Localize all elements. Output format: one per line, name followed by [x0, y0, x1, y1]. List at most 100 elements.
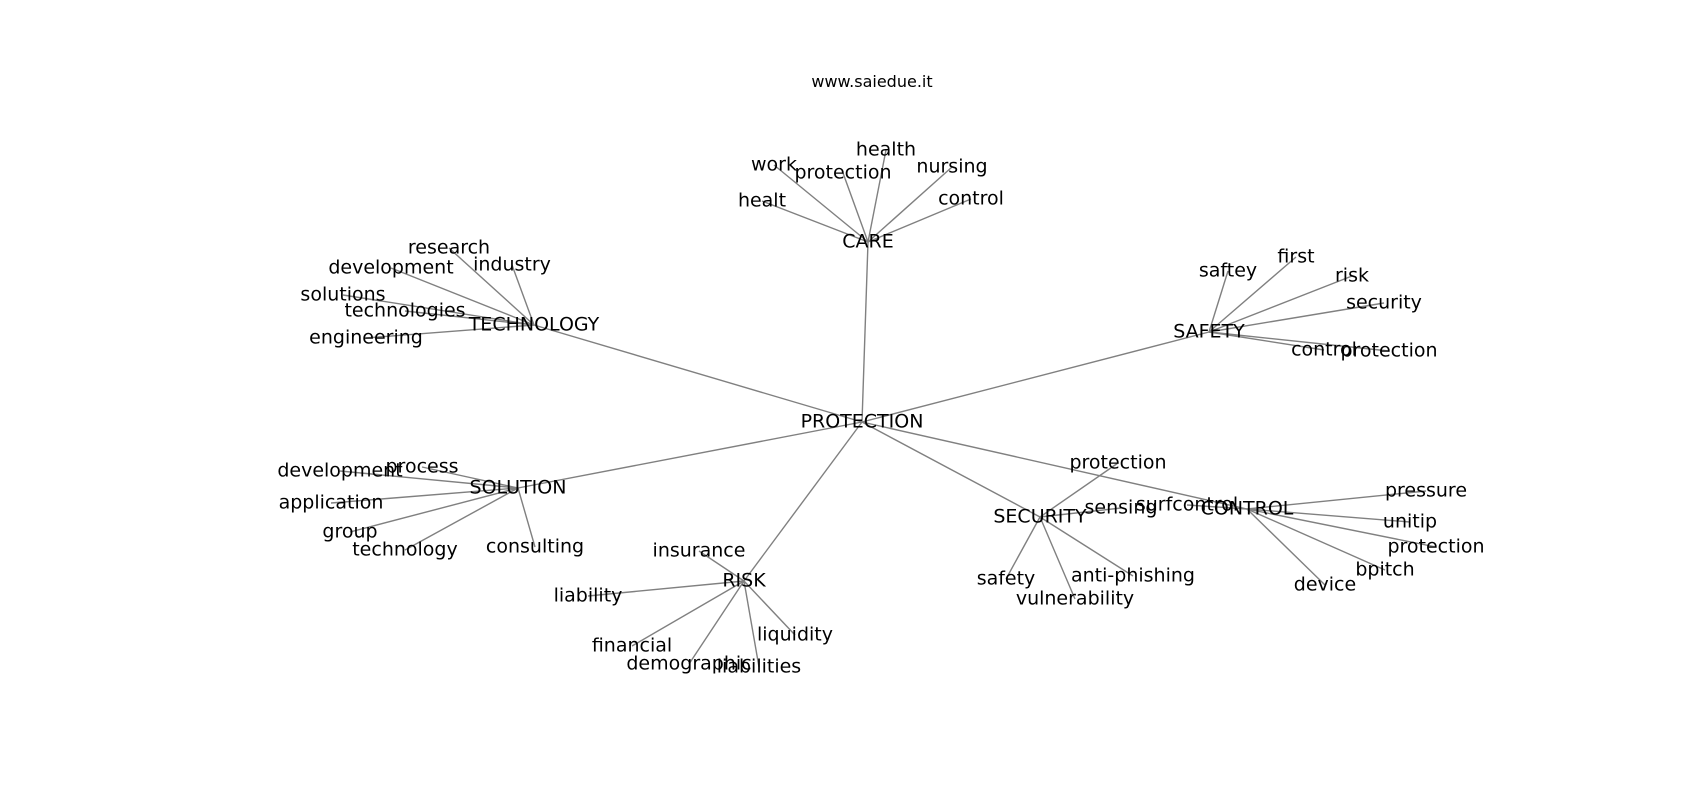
edge-care-control — [867, 198, 972, 243]
node-leaf-control-pressure: pressure — [1385, 480, 1467, 502]
node-leaf-safety-saftey: saftey — [1199, 260, 1257, 282]
node-hub-security: SECURITY — [993, 506, 1087, 528]
edge-control-pressure — [1246, 490, 1427, 510]
edge-solution-group — [349, 487, 519, 533]
edge-risk-demographic — [688, 580, 745, 665]
node-leaf-safety-risk: risk — [1335, 265, 1369, 287]
edge-technology-technologies — [404, 310, 535, 326]
node-leaf-care-health: health — [856, 139, 916, 161]
edge-security-sensing — [1039, 507, 1122, 518]
edges-layer — [330, 149, 1437, 668]
edge-risk-liabilities — [743, 580, 760, 668]
node-leaf-solution-consulting: consulting — [486, 536, 584, 558]
edge-solution-application — [330, 487, 519, 504]
node-leaf-security-anti-phishing: anti-phishing — [1071, 565, 1195, 587]
node-hub-safety: SAFETY — [1173, 321, 1245, 343]
node-hub-solution: SOLUTION — [470, 477, 567, 499]
edge-safety-risk — [1208, 275, 1353, 333]
edge-risk-liability — [587, 580, 745, 597]
node-leaf-technology-industry: industry — [473, 254, 551, 276]
site-url: www.saiedue.it — [811, 72, 932, 91]
node-leaf-control-surfcontrol: surfcontrol — [1136, 494, 1238, 516]
edge-technology-engineering — [365, 324, 535, 339]
edge-safety-protection — [1208, 331, 1390, 352]
node-leaf-control-protection: protection — [1387, 536, 1484, 558]
edge-security-safety — [1005, 516, 1041, 580]
node-leaf-security-protection: protection — [1069, 452, 1166, 474]
node-leaf-care-control: control — [938, 188, 1004, 210]
node-leaf-safety-control: control — [1291, 339, 1357, 361]
edge-control-device — [1246, 508, 1326, 586]
node-leaf-solution-development: development — [277, 460, 402, 482]
node-leaf-technology-development: development — [328, 257, 453, 279]
edge-technology-industry — [511, 264, 535, 326]
edge-care-nursing — [867, 166, 953, 243]
edge-technology-solutions — [342, 294, 535, 326]
node-leaf-risk-liabilities: liabilities — [717, 656, 801, 678]
node-leaf-security-vulnerability: vulnerability — [1016, 588, 1134, 610]
node-leaf-technology-technologies: technologies — [344, 300, 465, 322]
edge-care-work — [773, 164, 869, 243]
node-leaf-risk-liquidity: liquidity — [757, 624, 833, 646]
edge-risk-insurance — [698, 550, 745, 582]
edge-care-healt — [761, 200, 869, 243]
node-leaf-technology-engineering: engineering — [309, 327, 423, 349]
edge-protection-technology — [533, 324, 863, 423]
node-leaf-care-protection: protection — [794, 162, 891, 184]
node-leaf-technology-solutions: solutions — [300, 284, 385, 306]
node-hub-risk: RISK — [722, 570, 766, 592]
edge-technology-research — [448, 247, 535, 326]
edge-protection-risk — [743, 421, 863, 582]
edge-control-bpitch — [1246, 508, 1386, 571]
edge-risk-financial — [631, 580, 745, 647]
node-leaf-solution-technology: technology — [352, 539, 458, 561]
node-leaf-control-bpitch: bpitch — [1355, 559, 1414, 581]
node-leaf-care-nursing: nursing — [916, 156, 987, 178]
node-leaf-safety-security: security — [1346, 292, 1422, 314]
edge-security-protection — [1039, 462, 1119, 518]
node-hub-control: CONTROL — [1201, 498, 1294, 520]
edge-solution-consulting — [517, 487, 536, 548]
edge-protection-control — [861, 421, 1248, 510]
edge-technology-development — [390, 267, 535, 326]
edge-protection-safety — [861, 331, 1210, 423]
edge-care-health — [867, 149, 887, 243]
edge-safety-first — [1208, 256, 1297, 333]
edge-protection-security — [861, 421, 1041, 518]
edge-safety-security — [1208, 302, 1385, 333]
node-leaf-risk-insurance: insurance — [653, 540, 746, 562]
node-hub-care: CARE — [842, 231, 893, 253]
edge-control-unitip — [1246, 508, 1411, 523]
edge-control-surfcontrol — [1186, 504, 1248, 510]
node-leaf-risk-liability: liability — [554, 585, 623, 607]
node-leaf-security-sensing: sensing — [1085, 497, 1158, 519]
node-leaf-control-unitip: unitip — [1383, 511, 1437, 533]
edge-protection-care — [861, 241, 869, 423]
node-leaf-technology-research: research — [408, 237, 490, 259]
node-leaf-solution-group: group — [322, 521, 377, 543]
node-leaf-solution-application: application — [279, 492, 384, 514]
node-center-protection: PROTECTION — [801, 411, 924, 433]
node-leaf-control-device: device — [1294, 574, 1356, 596]
node-leaf-safety-protection: protection — [1340, 340, 1437, 362]
edge-protection-solution — [517, 421, 863, 489]
edge-security-anti-phishing — [1039, 516, 1134, 577]
edge-risk-liquidity — [743, 580, 796, 636]
node-leaf-care-healt: healt — [738, 190, 786, 212]
edge-control-protection — [1246, 508, 1437, 548]
node-hub-technology: TECHNOLOGY — [468, 314, 600, 336]
edge-security-vulnerability — [1039, 516, 1076, 600]
node-leaf-safety-first: first — [1277, 246, 1314, 268]
edge-care-protection — [842, 172, 869, 243]
edge-safety-control — [1208, 331, 1325, 351]
edge-solution-technology — [404, 487, 519, 551]
edge-solution-development — [339, 470, 519, 489]
node-leaf-care-work: work — [751, 154, 797, 176]
node-leaf-risk-demographic: demographic — [626, 653, 751, 675]
node-leaf-risk-financial: financial — [592, 635, 672, 657]
edge-safety-saftey — [1208, 270, 1229, 333]
node-leaf-security-safety: safety — [977, 568, 1036, 590]
